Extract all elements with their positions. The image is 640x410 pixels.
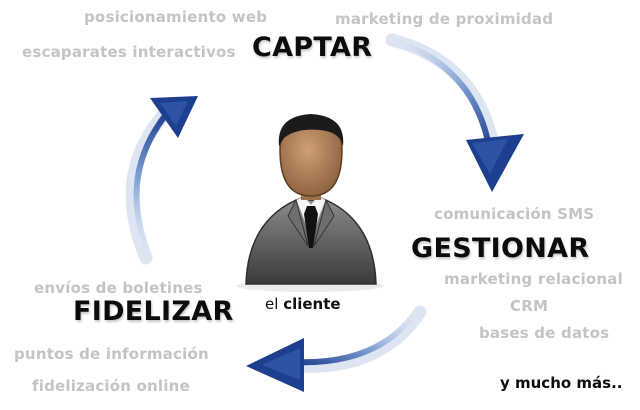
center-label-name: cliente: [283, 295, 341, 313]
stage-captar: CAPTAR: [252, 32, 373, 63]
arrow-gestionar-to-fidelizar: [246, 305, 427, 392]
gestionar-item: CRM: [510, 297, 549, 315]
fidelizar-item: puntos de información: [14, 345, 209, 363]
footer-text: y mucho más..: [500, 374, 623, 392]
gestionar-item: comunicación SMS: [434, 205, 595, 223]
fidelizar-item: envíos de boletines: [34, 279, 203, 297]
stage-gestionar: GESTIONAR: [411, 233, 590, 264]
gestionar-item: bases de datos: [479, 324, 610, 342]
fidelizar-item: fidelización online: [32, 377, 190, 395]
gestionar-item: marketing relacional: [444, 270, 623, 288]
captar-item: marketing de proximidad: [335, 10, 554, 28]
center-label-prefix: el: [265, 295, 279, 313]
captar-item: escaparates interactivos: [22, 43, 236, 61]
stage-fidelizar: FIDELIZAR: [73, 296, 234, 327]
arrow-fidelizar-to-captar: [125, 96, 198, 265]
arrow-captar-to-gestionar: [385, 33, 524, 192]
customer-figure: [236, 114, 384, 292]
captar-item: posicionamiento web: [84, 8, 268, 26]
center-label: el cliente: [265, 297, 341, 312]
